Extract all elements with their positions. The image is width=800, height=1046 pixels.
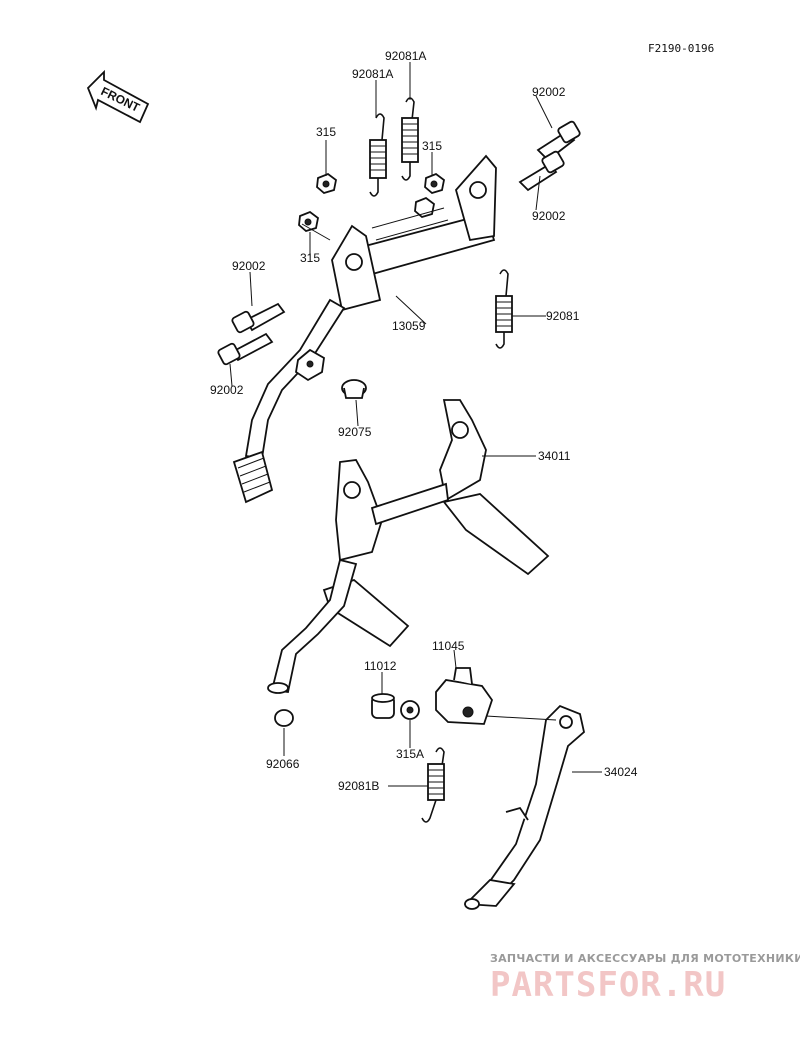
- cap-92066: [274, 709, 294, 727]
- leader-lines: [229, 62, 602, 787]
- callout-92081B: 92081B: [338, 779, 379, 793]
- collar-11012: [371, 693, 395, 719]
- spring-92081: [495, 269, 513, 349]
- callouts: 92081A 92081A 92002 315 315 92002 315 92…: [210, 49, 638, 793]
- callout-315A: 315A: [396, 747, 424, 761]
- callout-34011: 34011: [538, 449, 571, 463]
- bolt-92002-l1: [231, 302, 286, 334]
- callout-11045: 11045: [432, 639, 465, 653]
- callout-34024: 34024: [604, 765, 638, 779]
- front-arrow-icon: FRONT: [86, 69, 150, 124]
- side-stand-34024: [463, 704, 585, 910]
- spring-92081B: [421, 747, 445, 823]
- callout-92002-l2: 92002: [210, 383, 244, 397]
- bracket-11045: [435, 667, 493, 725]
- nut-315-b: [424, 172, 445, 195]
- bolt-92002-tr2: [518, 150, 565, 192]
- figure-code: F2190-0196: [648, 42, 714, 55]
- watermark-tagline: ЗАПЧАСТИ И АКСЕССУАРЫ ДЛЯ МОТОТЕХНИКИ: [490, 952, 800, 965]
- watermark: ЗАПЧАСТИ И АКСЕССУАРЫ ДЛЯ МОТОТЕХНИКИ PA…: [490, 952, 800, 1005]
- callout-92002-tr1: 92002: [532, 85, 566, 99]
- callout-315-a: 315: [316, 125, 336, 139]
- bolt-92002-l2: [217, 332, 274, 366]
- callout-315-c: 315: [300, 251, 320, 265]
- nut-315-d: [414, 196, 435, 219]
- watermark-brand: PARTSFOR.RU: [490, 965, 726, 1005]
- nut-315-c: [298, 210, 319, 233]
- callout-11012: 11012: [364, 659, 397, 673]
- callout-92002-tr2: 92002: [532, 209, 566, 223]
- callout-92081A-left: 92081A: [352, 67, 393, 81]
- callout-92002-l1: 92002: [232, 259, 266, 273]
- callout-92075: 92075: [338, 425, 372, 439]
- spring-92081A-left: [369, 113, 387, 197]
- callout-13059: 13059: [392, 319, 426, 333]
- spring-92081A-right: [401, 97, 419, 181]
- callout-92066: 92066: [266, 757, 300, 771]
- brake-pedal-arm: [232, 298, 346, 504]
- callout-92081: 92081: [546, 309, 580, 323]
- nut-315-a: [316, 172, 337, 195]
- bolt-92002-tr1: [536, 120, 581, 162]
- nut-315A: [400, 700, 420, 720]
- cap-92075: [341, 379, 367, 399]
- center-stand-34011: [267, 399, 550, 694]
- pedal-shaft-13059: [331, 154, 497, 312]
- callout-315-b: 315: [422, 139, 442, 153]
- callout-92081A-top: 92081A: [385, 49, 426, 63]
